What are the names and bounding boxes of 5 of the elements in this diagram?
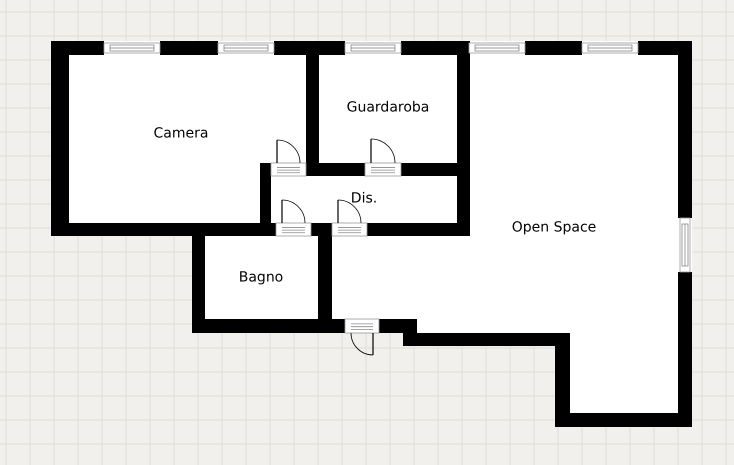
- room-label: Dis.: [350, 188, 378, 210]
- room-label: Camera: [154, 124, 208, 144]
- room-label: Open Space: [512, 218, 596, 238]
- room-label: Guardaroba: [346, 98, 430, 118]
- room-label: Bagno: [238, 268, 284, 288]
